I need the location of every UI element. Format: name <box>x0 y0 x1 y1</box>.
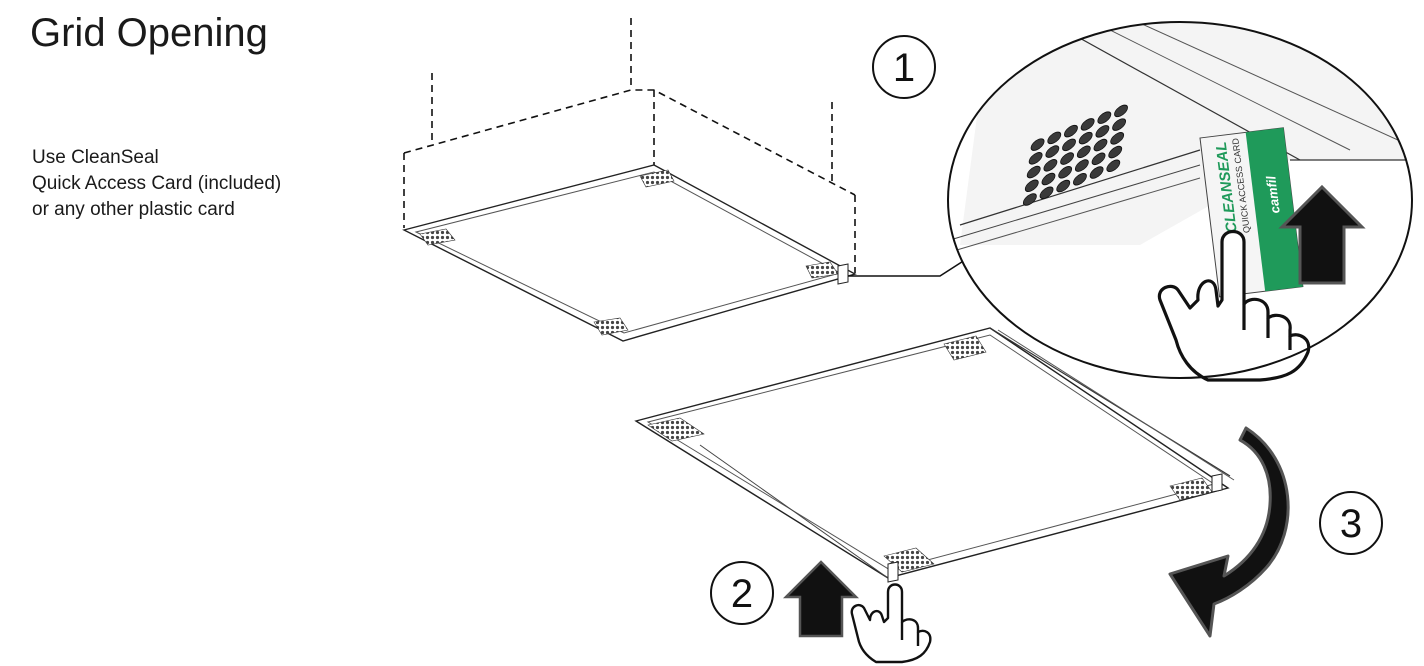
step-2-number: 2 <box>731 572 753 616</box>
magnified-perforation-grid <box>1022 104 1128 206</box>
magnified-detail-view: CLEANSEAL QUICK ACCESS CARD camfil <box>947 21 1413 382</box>
hand-pointer-icon <box>850 583 932 664</box>
instruction-text: Use CleanSeal Quick Access Card (include… <box>32 145 281 223</box>
card-logo-text: camfil <box>1263 175 1283 215</box>
card-green-stripe <box>1245 127 1303 292</box>
up-arrow-icon <box>782 560 860 638</box>
detail-leader-line <box>848 257 969 277</box>
instruction-line-2: Quick Access Card (included) <box>32 173 282 194</box>
step-1-number: 1 <box>893 46 915 90</box>
instruction-line-1: Use CleanSeal <box>32 147 159 168</box>
ceiling-grid-outline <box>403 18 856 273</box>
step-1-marker: 1 <box>872 35 936 99</box>
up-arrow-icon <box>1278 184 1366 285</box>
instruction-line-3: or any other plastic card <box>32 199 235 220</box>
hand-pointer-icon <box>1157 229 1311 382</box>
curved-arrow-icon <box>1168 426 1290 638</box>
step-3-marker: 3 <box>1319 491 1383 555</box>
lower-ceiling-panel <box>634 327 1235 583</box>
step-3-number: 3 <box>1340 502 1362 546</box>
step-2-marker: 2 <box>710 561 774 625</box>
page-title: Grid Opening <box>30 11 268 55</box>
upper-ceiling-panel <box>402 164 857 342</box>
